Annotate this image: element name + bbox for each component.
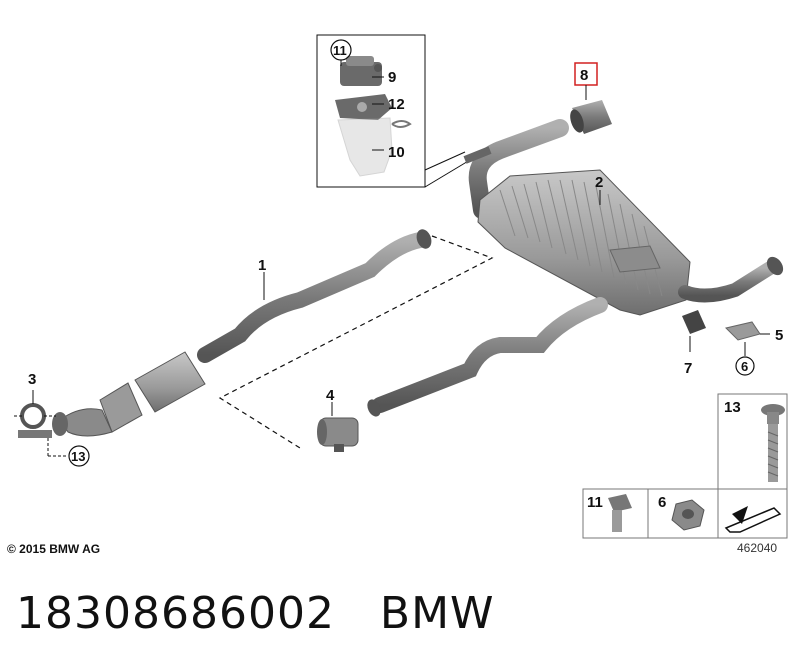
- callout-8: 8: [580, 67, 588, 84]
- copyright-text: © 2015 BMW AG: [7, 542, 101, 556]
- callout-6-circle: 6: [741, 359, 748, 374]
- diagram-id: 462040: [737, 541, 778, 555]
- callout-4: 4: [326, 387, 335, 404]
- clip-part: [391, 120, 412, 128]
- callout-1: 1: [258, 257, 266, 274]
- callout-5: 5: [775, 327, 783, 344]
- bolt-13-icon: [761, 404, 785, 482]
- caption-gap: [335, 588, 380, 639]
- valve-body-part: [337, 117, 393, 177]
- gasket-ring-part: [14, 390, 56, 429]
- rubber-hanger-part: [682, 310, 706, 352]
- callout-3: 3: [28, 371, 36, 388]
- resonator-part: [134, 351, 206, 413]
- part-caption: 18308686002 BMW: [16, 588, 495, 639]
- callout-13-circle: 13: [71, 449, 85, 464]
- direction-arrow-icon: [724, 506, 782, 533]
- rear-inlet-pipe: [463, 119, 569, 219]
- front-pipe-part: [197, 229, 432, 363]
- rear-muffler-part: [477, 169, 691, 316]
- inset-box-valve: [316, 34, 471, 188]
- clamp-screw-part: [18, 430, 90, 467]
- catalytic-converter-part: [52, 382, 143, 437]
- bolt-11-icon: [608, 494, 632, 532]
- bracket-part: [725, 321, 770, 376]
- legend-label-13: 13: [724, 399, 741, 416]
- callout-7: 7: [684, 360, 692, 377]
- connection-dashed-line: [218, 235, 494, 449]
- legend-label-11: 11: [587, 494, 603, 511]
- callout-10: 10: [388, 144, 405, 161]
- gasket-plate-part: [335, 94, 392, 120]
- intermediate-pipe: [367, 297, 608, 417]
- tail-pipe-sleeve-part: [570, 100, 612, 134]
- callout-11-top: 11: [333, 43, 347, 58]
- nut-6-icon: [671, 499, 705, 531]
- brand-name: BMW: [379, 588, 495, 639]
- callout-9: 9: [388, 69, 396, 86]
- tailpipe-right: [678, 256, 784, 303]
- actuator-part: [340, 56, 382, 86]
- callout-12: 12: [388, 96, 405, 113]
- clamp-part: [317, 402, 359, 452]
- part-number: 18308686002: [16, 588, 335, 639]
- legend-table: [582, 393, 788, 539]
- callout-2: 2: [595, 174, 603, 191]
- legend-label-6: 6: [658, 494, 666, 511]
